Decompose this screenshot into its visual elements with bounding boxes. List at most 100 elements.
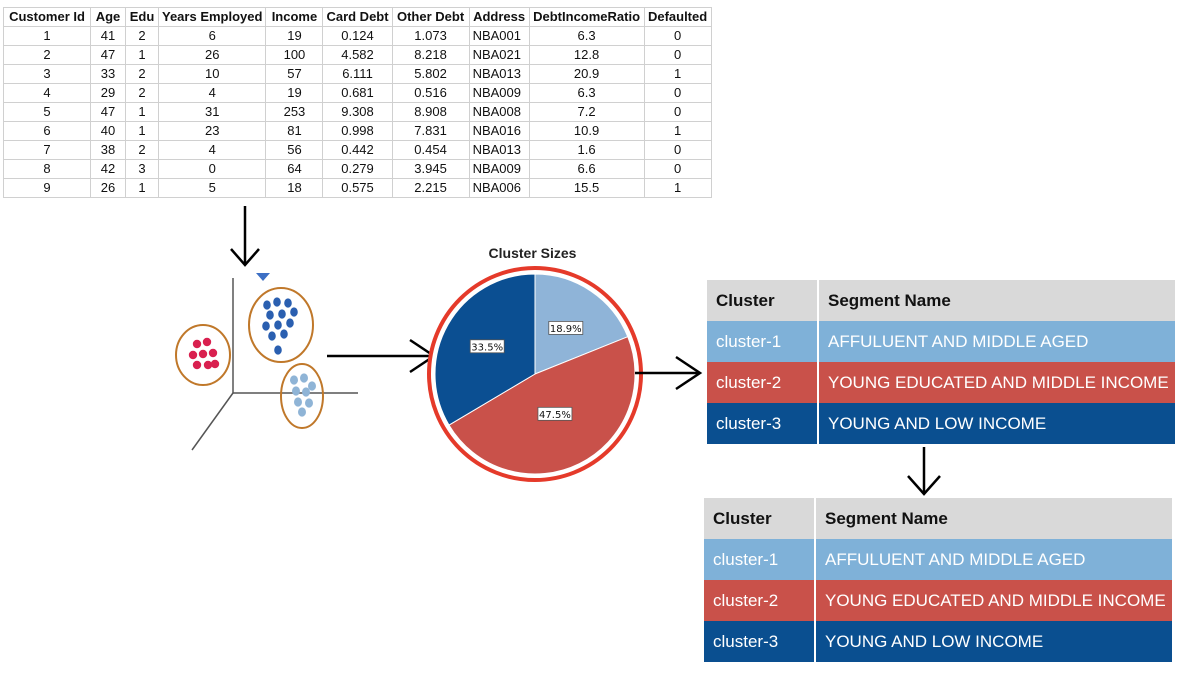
segment-table-top: Cluster Segment Name cluster-1 AFFULUENT…: [707, 280, 1175, 444]
table-cell: 0.442: [322, 140, 393, 160]
scatter-point: [192, 339, 202, 349]
segment-row: cluster-2 YOUNG EDUCATED AND MIDDLE INCO…: [704, 580, 1172, 621]
table-cell: 0: [643, 140, 712, 160]
scatter-point: [266, 310, 274, 320]
cluster-cell: cluster-2: [707, 362, 818, 403]
column-header: Age: [90, 7, 126, 27]
column-header: Card Debt: [322, 7, 393, 27]
table-cell: 1: [125, 102, 159, 122]
table-cell: 29: [90, 83, 126, 103]
table-cell: 7.831: [391, 121, 470, 141]
scatter-point: [292, 386, 300, 396]
scatter-point: [298, 407, 306, 417]
scatter-point: [294, 397, 302, 407]
column-header: Edu: [125, 7, 159, 27]
table-cell: 0.279: [322, 159, 393, 179]
table-cell: 9: [3, 178, 91, 198]
table-header-row: Customer Id Age Edu Years Employed Incom…: [3, 7, 712, 27]
segment-name-cell: YOUNG AND LOW INCOME: [814, 621, 1172, 662]
column-header: Other Debt: [391, 7, 470, 27]
table-cell: 8.908: [391, 102, 470, 122]
table-cell: 40: [90, 121, 126, 141]
scatter-point: [268, 331, 276, 341]
table-cell: 1: [3, 26, 91, 46]
right-arrow: [327, 338, 437, 374]
scatter-point: [202, 337, 212, 347]
segment-table-bottom: Cluster Segment Name cluster-1 AFFULUENT…: [704, 498, 1172, 662]
column-header: Defaulted: [643, 7, 712, 27]
cluster-points-light-blue: [290, 373, 316, 417]
scatter-point: [188, 350, 198, 360]
segment-row: cluster-2 YOUNG EDUCATED AND MIDDLE INCO…: [707, 362, 1175, 403]
table-cell: 2: [125, 140, 159, 160]
scatter-point: [290, 375, 298, 385]
table-cell: 6.6: [528, 159, 645, 179]
table-cell: 5.802: [391, 64, 470, 84]
table-cell: 5: [157, 178, 267, 198]
cluster-ring-light-blue: [280, 363, 324, 429]
table-cell: 253: [265, 102, 324, 122]
table-cell: 1.6: [528, 140, 645, 160]
column-header: DebtIncomeRatio: [528, 7, 645, 27]
table-cell: 19: [265, 83, 324, 103]
table-cell: 2: [125, 26, 159, 46]
pie-slice-label: 47.5%: [537, 406, 573, 421]
table-cell: 2: [3, 45, 91, 65]
table-cell: 0.998: [322, 121, 393, 141]
cluster-cell: cluster-1: [707, 321, 818, 362]
table-cell: 64: [265, 159, 324, 179]
chart-title: Cluster Sizes: [488, 245, 577, 261]
pie-slice: [448, 336, 636, 475]
table-cell: 12.8: [528, 45, 645, 65]
cluster-cell: cluster-2: [704, 580, 815, 621]
table-cell: 0.681: [322, 83, 393, 103]
table-cell: 6: [157, 26, 267, 46]
cluster-sizes-pie-chart: 18.9%47.5%33.5%: [427, 266, 643, 482]
cluster-column-header: Cluster: [707, 280, 818, 321]
scatter-point: [198, 349, 208, 359]
segment-name-column-header: Segment Name: [814, 498, 1172, 539]
table-cell: 8: [3, 159, 91, 179]
scatter-point: [262, 321, 270, 331]
table-cell: 38: [90, 140, 126, 160]
scatter-point: [300, 373, 308, 383]
column-header: Address: [468, 7, 530, 27]
scatter-point: [263, 300, 271, 310]
table-cell: 2.215: [391, 178, 470, 198]
segment-header-row: Cluster Segment Name: [707, 280, 1175, 321]
table-cell: 81: [265, 121, 324, 141]
cluster-points-dark-blue: [262, 297, 298, 355]
segment-name-cell: AFFULUENT AND MIDDLE AGED: [814, 539, 1172, 580]
table-cell: NBA016: [468, 121, 530, 141]
scatter-point: [278, 309, 286, 319]
table-cell: 6.3: [528, 26, 645, 46]
scatter-point: [274, 320, 282, 330]
table-cell: 0: [643, 102, 712, 122]
scatter-point: [305, 398, 313, 408]
pie-slice-label-text: 18.9%: [550, 324, 582, 335]
table-cell: 41: [90, 26, 126, 46]
table-cell: 10: [157, 64, 267, 84]
scatter-point: [273, 297, 281, 307]
segment-row: cluster-1 AFFULUENT AND MIDDLE AGED: [707, 321, 1175, 362]
table-cell: 0: [643, 159, 712, 179]
table-cell: 0: [643, 83, 712, 103]
table-cell: 1: [125, 45, 159, 65]
table-cell: 1: [643, 178, 712, 198]
cluster-cell: cluster-1: [704, 539, 815, 580]
table-cell: 0.454: [391, 140, 470, 160]
table-cell: 6.3: [528, 83, 645, 103]
table-cell: 100: [265, 45, 324, 65]
table-cell: 7.2: [528, 102, 645, 122]
down-arrow: [230, 206, 260, 267]
scatter-point: [284, 298, 292, 308]
table-cell: 0.575: [322, 178, 393, 198]
table-cell: 0: [643, 45, 712, 65]
